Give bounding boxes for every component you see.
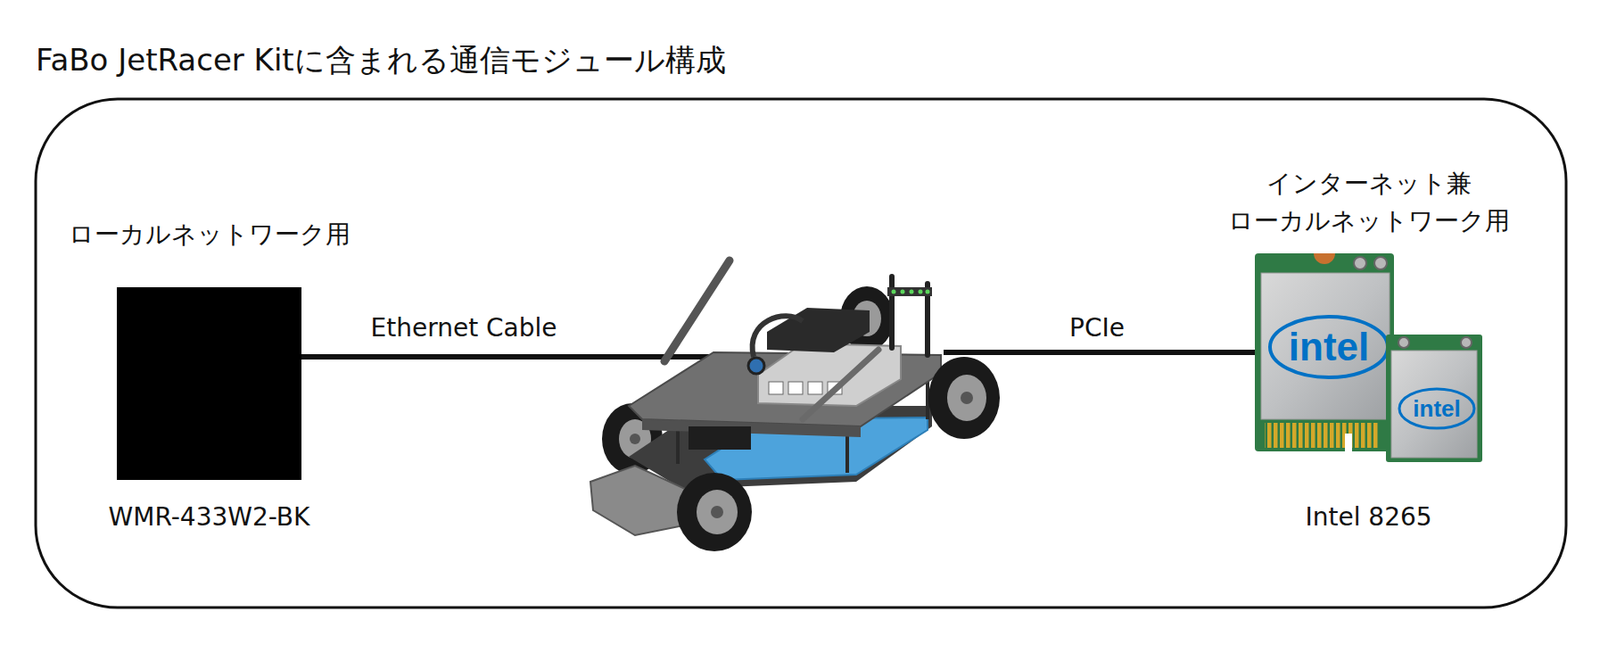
car-wheel [629,433,641,445]
antenna-connector [1353,256,1387,270]
node-heading: ローカルネットワーク用 [68,215,351,254]
jetson-port [788,381,803,395]
jetson-port [768,381,784,395]
pcb [1385,334,1483,462]
antenna-connector [1460,337,1472,348]
antenna-connector [1353,256,1367,270]
car-wheel [928,356,1000,439]
esc-box [688,426,751,450]
led-bar [909,289,915,295]
intel-8265-card [1254,253,1483,462]
led-bar [918,289,924,295]
antenna [664,260,730,362]
led-bar [887,287,932,297]
gold-fingers [1264,422,1379,448]
led-bar [891,289,897,295]
connector-line [943,349,1255,355]
connector-label: PCIe [1065,313,1129,344]
camera [748,357,765,374]
node-caption: Intel 8265 [1304,498,1432,537]
upper-deck [642,419,861,438]
camera [748,357,765,374]
led-bar [900,289,906,295]
shield [1261,272,1390,420]
car-wheel [696,489,738,535]
front-bumper [590,465,685,536]
car-wheel [676,472,752,552]
diagram-title: FaBo JetRacer Kitに含まれる通信モジュール構成 [35,41,726,78]
car-wheel [947,374,987,421]
car-wheel [676,472,752,552]
jetson-port [808,381,823,395]
logo-swoosh [1270,316,1388,378]
strut [802,349,879,420]
logo-text: intel [1412,396,1460,421]
key-notch [1344,433,1353,452]
logo-swoosh [1399,388,1475,429]
antenna-connector [1374,256,1387,270]
shield [1391,350,1477,458]
router-box: ローカルネットワーク用WMR-433W2-BK [116,287,302,480]
camera-mount [752,315,803,357]
car-wheel [960,391,974,405]
pcb [1254,253,1394,452]
node-caption: WMR-433W2-BK [108,498,311,537]
car-wheel [928,356,1000,439]
pcb-notch [1313,253,1336,264]
connector-label: Ethernet Cable [366,313,561,344]
led-bar [887,287,932,297]
antenna-connector [1398,337,1410,348]
logo-text: intel [1288,327,1370,367]
antenna-connector [1398,337,1472,348]
outer-frame [35,98,1567,608]
car-wheel [710,505,724,519]
node-heading: インターネット兼 ローカルネットワーク用 [1217,164,1521,240]
car-node [734,255,944,552]
led-bar [925,289,931,295]
jetracer-car [590,260,1000,552]
